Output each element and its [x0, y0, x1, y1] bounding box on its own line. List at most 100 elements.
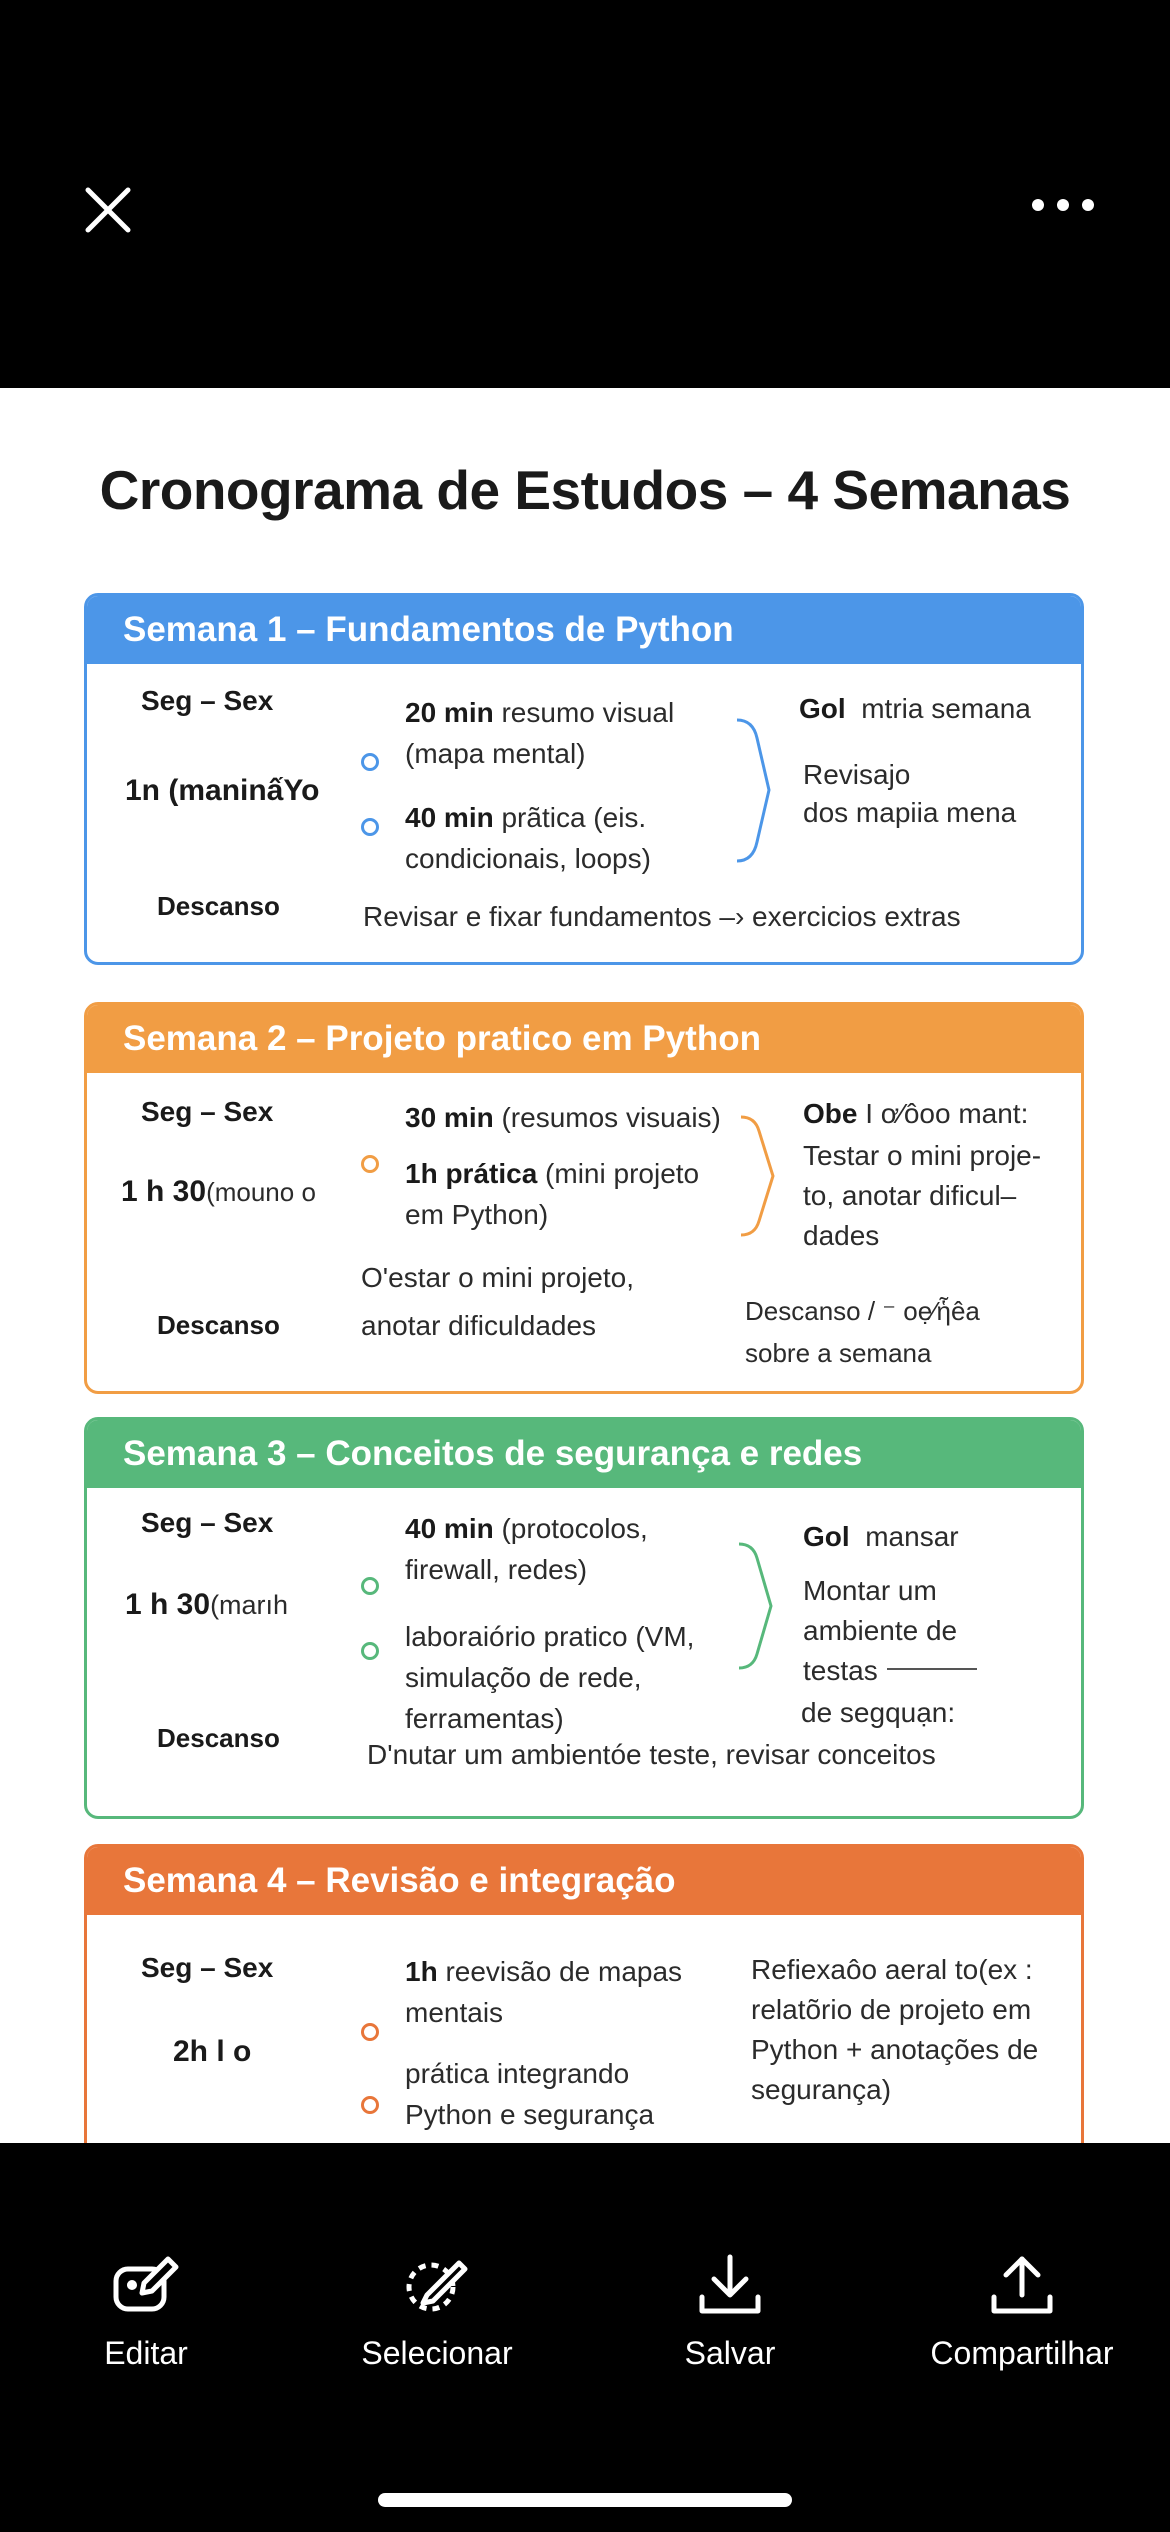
week-3-time-text: (marıh — [210, 1590, 289, 1620]
week-1-item-1: 20 min resumo visual (mapa mental) — [405, 692, 674, 774]
week-2-days: Seg – Sex — [141, 1096, 274, 1127]
week-4-goal-line-1: Refiexaôo aeral to(ex : — [751, 1954, 1033, 1985]
week-2-goal-line-2: to, anotar dificul– — [803, 1180, 1017, 1211]
week-1-goal: Gol mtria semana — [799, 688, 1031, 729]
bullet-icon — [361, 1642, 379, 1660]
week-3-item-2: laboraiório pratico (VM, simulaçõo de re… — [405, 1616, 694, 1739]
week-2-item-2-line2: em Python) — [405, 1199, 549, 1230]
week-3-card: Semana 3 – Conceitos de segurança e rede… — [84, 1417, 1084, 1819]
week-1-goal-line-1: Revisajo — [803, 759, 911, 790]
week-2-time-text: (mouno o — [206, 1177, 316, 1207]
bullet-icon — [361, 753, 379, 771]
bottom-action-bar: Editar Selecionar Salvar Compartilhar — [0, 2143, 1170, 2532]
week-2-item-2: 1h prática (mini projeto em Python) — [405, 1153, 699, 1235]
week-3-item-1-line2: firewall, redes) — [405, 1554, 588, 1585]
brace-icon — [740, 1115, 775, 1237]
week-3-days: Seg – Sex — [141, 1507, 274, 1538]
divider — [887, 1668, 977, 1670]
week-2-rest-line-2: sobre a semana — [745, 1338, 932, 1368]
edit-label: Editar — [104, 2335, 188, 2371]
close-button[interactable] — [78, 180, 138, 240]
week-2-item-2-duration: 1h prática — [405, 1158, 538, 1189]
week-3-item-1-text: (protocolos, — [493, 1513, 648, 1544]
week-2-time: 1 h 30(mouno o — [121, 1171, 316, 1213]
select-button[interactable]: Selecionar — [307, 2253, 567, 2372]
week-3-item-2-text: laboraiório pratico (VM, — [405, 1621, 695, 1652]
week-2-goal-line-3: dades — [803, 1220, 880, 1251]
home-indicator[interactable] — [378, 2493, 792, 2507]
week-1-rest-text: Revisar e fixar fundamentos –› exercicio… — [363, 901, 961, 932]
week-1-item-2-line2: condicionais, loops) — [405, 843, 651, 874]
week-3-goal-line-3: testas — [803, 1655, 878, 1686]
edit-button[interactable]: Editar — [16, 2253, 276, 2372]
bullet-icon — [361, 2023, 379, 2041]
select-subject-icon — [406, 2260, 468, 2312]
week-1-days: Seg – Sex — [141, 685, 274, 716]
week-3-time-duration: 1 h 30 — [125, 1588, 211, 1621]
share-label: Compartilhar — [930, 2335, 1114, 2371]
select-label: Selecionar — [361, 2335, 513, 2371]
week-3-goal-line-1: Montar um — [803, 1575, 937, 1606]
week-2-goal-label: Obe — [803, 1098, 858, 1129]
bullet-icon — [361, 2096, 379, 2114]
week-3-goal-line-4: de segquạn: — [801, 1697, 956, 1728]
download-icon — [699, 2254, 761, 2314]
week-4-item-2: prática integrando Python e segurança — [405, 2053, 654, 2135]
week-2-goal-line-1: Testar o mini proje- — [803, 1140, 1042, 1171]
week-3-goal-text: mansar — [865, 1521, 959, 1552]
week-4-time: 2h l o — [173, 2035, 252, 2068]
more-icon — [1032, 199, 1094, 211]
week-1-item-2-text: prãtica (eis. — [493, 802, 647, 833]
share-button[interactable]: Compartilhar — [892, 2253, 1152, 2372]
bullet-icon — [361, 1155, 379, 1173]
week-2-goal-text: I ơ⁄ôoo mant: — [857, 1098, 1029, 1129]
bullet-icon — [361, 1577, 379, 1595]
week-2-item-1-text: (resumos visuais) — [493, 1102, 721, 1133]
week-3-rest-text: D'nutar um ambientóe teste, revisar conc… — [367, 1739, 936, 1770]
week-3-goal-line-2: ambiente de — [803, 1615, 958, 1646]
close-icon — [85, 187, 131, 233]
week-2-goal: Obe I ơ⁄ôoo mant: — [803, 1093, 1028, 1134]
week-4-goal-line-2: relatõrio de projeto em — [751, 1994, 1032, 2025]
week-2-item-1-duration: 30 min — [405, 1102, 494, 1133]
week-1-item-1-duration: 20 min — [405, 697, 494, 728]
week-1-card: Semana 1 – Fundamentos de Python Seg – S… — [84, 593, 1084, 965]
week-4-item-2-line2: Python e segurança — [405, 2099, 655, 2130]
save-button[interactable]: Salvar — [600, 2253, 860, 2372]
week-4-goal-line-4: segurança) — [751, 2074, 892, 2105]
week-4-days: Seg – Sex — [141, 1952, 274, 1983]
week-3-item-1: 40 min (protocolos, firewall, redes) — [405, 1508, 648, 1590]
week-2-rest-line-1: Descanso / ⁻ oẹ⁄ἧêa — [745, 1296, 980, 1326]
week-4-item-1: 1h reevisão de mapas mentais — [405, 1951, 682, 2033]
week-1-goal-text: mtria semana — [861, 693, 1031, 724]
week-3-header: Semana 3 – Conceitos de segurança e rede… — [87, 1420, 1081, 1488]
document-title: Cronograma de Estudos – 4 Semanas — [99, 459, 1071, 521]
week-4-item-2-text: prática integrando — [405, 2058, 630, 2089]
week-1-item-1-line2: (mapa mental) — [405, 738, 586, 769]
week-3-goal-label: Gol — [803, 1521, 850, 1552]
week-1-item-1-text: resumo visual — [493, 697, 675, 728]
week-1-header: Semana 1 – Fundamentos de Python — [87, 596, 1081, 664]
week-2-mid-line-2: anotar dificuldades — [361, 1310, 597, 1341]
share-icon — [991, 2256, 1053, 2314]
week-3-time: 1 h 30(marıh — [125, 1584, 288, 1626]
week-2-item-2-text: (mini projeto — [537, 1158, 700, 1189]
bullet-icon — [361, 818, 379, 836]
brace-icon — [738, 1542, 773, 1670]
top-bar — [0, 0, 1170, 388]
week-3-item-2-line3: ferramentas) — [405, 1703, 564, 1734]
week-3-item-2-line2: simulaçõo de rede, — [405, 1662, 642, 1693]
week-3-goal: Gol mansar — [803, 1516, 959, 1557]
week-4-item-1-duration: 1h — [405, 1956, 438, 1987]
more-options-button[interactable] — [1028, 190, 1098, 220]
week-1-rest-label: Descanso — [157, 891, 280, 921]
week-1-time: 1n (maninấYo — [125, 774, 320, 807]
week-4-item-1-line2: mentais — [405, 1997, 504, 2028]
week-3-rest-label: Descanso — [157, 1723, 280, 1753]
save-label: Salvar — [684, 2335, 776, 2371]
week-2-item-1: 30 min (resumos visuais) — [405, 1097, 721, 1138]
week-4-header: Semana 4 – Revisão e integração — [87, 1847, 1081, 1915]
week-4-item-1-text: reevisão de mapas — [437, 1956, 683, 1987]
brace-icon — [736, 718, 771, 863]
week-1-goal-label: Gol — [799, 693, 846, 724]
